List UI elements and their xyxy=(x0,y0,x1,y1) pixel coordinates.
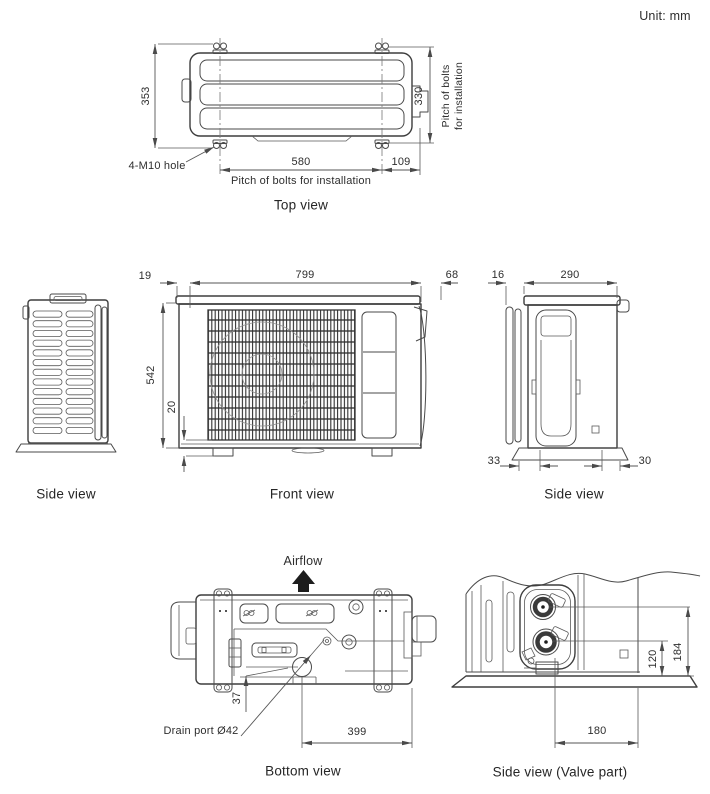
dim-30-label: 30 xyxy=(638,455,652,467)
dim-33-label: 33 xyxy=(487,455,501,467)
dim-330-label: 330 xyxy=(413,86,425,106)
unit-label: Unit: mm xyxy=(639,9,691,23)
left-side-view-caption: Side view xyxy=(36,486,96,502)
mounting-bolt-icon xyxy=(212,42,390,149)
side-panel xyxy=(361,311,397,439)
dim-290-label: 290 xyxy=(560,269,580,281)
dim-353-label: 353 xyxy=(140,86,152,106)
dim-799-label: 799 xyxy=(295,269,315,281)
dim-184-label: 184 xyxy=(672,642,684,662)
dim-68-label: 68 xyxy=(445,269,459,281)
fan-grille xyxy=(207,309,356,441)
left-side-view-drawing xyxy=(15,293,117,453)
service-panel xyxy=(535,309,577,447)
hole-label: 4-M10 hole xyxy=(128,160,186,172)
louver-slats xyxy=(32,310,94,434)
pitch-label: Pitch of bolts for installation xyxy=(230,175,372,187)
dim-399-label: 399 xyxy=(347,726,367,738)
dim-16-label: 16 xyxy=(491,269,505,281)
airflow-arrow-icon xyxy=(292,570,315,592)
dim-120-label: 120 xyxy=(647,649,659,669)
right-side-view-caption: Side view xyxy=(544,486,604,502)
top-view-drawing xyxy=(152,38,434,176)
drain-port-label: Drain port Ø42 xyxy=(163,725,239,737)
dim-180-label: 180 xyxy=(587,725,607,737)
front-view-drawing xyxy=(160,280,458,472)
airflow-label: Airflow xyxy=(283,554,323,568)
dim-37-label: 37 xyxy=(231,691,243,705)
valve-assembly xyxy=(519,584,576,670)
top-view-caption: Top view xyxy=(273,197,329,213)
drain-port xyxy=(292,657,312,677)
dim-19-label: 19 xyxy=(138,270,152,282)
valve-view-caption: Side view (Valve part) xyxy=(492,764,628,780)
bottom-view-drawing xyxy=(170,570,437,748)
valve-view-drawing xyxy=(451,571,701,748)
mounting-bracket xyxy=(213,588,393,693)
right-side-view-drawing xyxy=(488,280,638,471)
front-view-caption: Front view xyxy=(269,486,335,502)
dim-20-label: 20 xyxy=(166,400,178,414)
dim-109-label: 109 xyxy=(391,156,411,168)
bottom-view-caption: Bottom view xyxy=(265,763,341,779)
dim-542-label: 542 xyxy=(145,365,157,385)
pitch-label-vertical: Pitch of bolts for installation xyxy=(439,62,465,130)
dim-580-label: 580 xyxy=(291,156,311,168)
